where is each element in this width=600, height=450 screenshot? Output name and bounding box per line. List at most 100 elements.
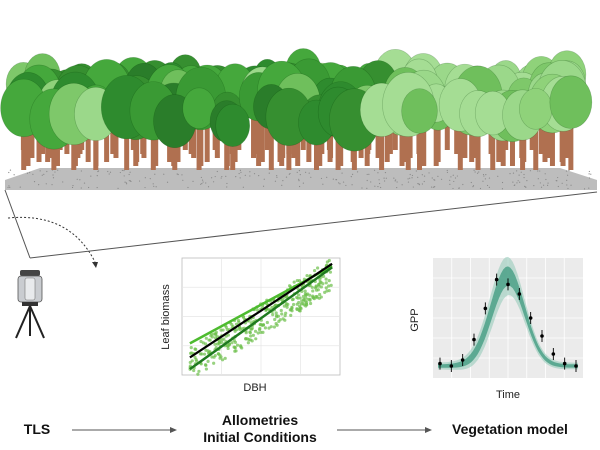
tree-trunk: [433, 116, 439, 166]
tree-trunk: [295, 121, 301, 166]
gpp-observation-point: [438, 361, 442, 366]
gpp-observation-point: [494, 277, 499, 282]
scatter-point: [234, 322, 239, 326]
tree-trunk: [379, 129, 385, 170]
scatter-point: [258, 326, 262, 331]
tree-trunk: [313, 138, 319, 170]
label-allometries: Allometries Initial Conditions: [180, 412, 340, 446]
scatter-ylabel: Leaf biomass: [160, 284, 172, 350]
tree-trunk: [191, 111, 197, 158]
scatter-point: [284, 311, 288, 315]
label-allometries-line2: Initial Conditions: [203, 429, 317, 445]
tree-trunk: [150, 131, 156, 170]
gpp-observation-point: [574, 364, 578, 368]
scatter-point: [235, 328, 239, 332]
tree-trunk: [338, 130, 344, 166]
scatter-point: [316, 282, 321, 287]
scatter-point: [290, 306, 294, 310]
scatter-point: [246, 341, 250, 345]
scatter-point: [217, 341, 221, 345]
scatter-point: [196, 372, 200, 376]
scatter-point: [208, 338, 212, 342]
tree-trunk: [230, 140, 236, 170]
scatter-point: [197, 369, 201, 373]
scatter-point: [213, 342, 217, 346]
scatter-point: [329, 283, 333, 287]
tree-trunk: [509, 134, 515, 166]
tree-trunk: [475, 130, 481, 170]
scatter-point: [274, 311, 278, 315]
arrow-allometries-to-model: [337, 427, 432, 433]
gpp-observation-point: [449, 364, 454, 368]
tree-trunk: [133, 133, 139, 166]
tree-trunk: [256, 114, 262, 166]
scatter-point: [304, 304, 308, 308]
scatter-point: [234, 349, 238, 353]
fit-line-black: [189, 262, 333, 359]
tree-trunk: [317, 134, 323, 166]
scatter-point: [238, 344, 243, 348]
scatter-point: [296, 293, 301, 297]
scatter-point: [218, 353, 222, 357]
tree-trunk: [444, 104, 450, 150]
scatter-point: [297, 278, 302, 283]
scatter-point: [259, 330, 263, 334]
tree-trunk: [25, 118, 31, 166]
scatter-point: [291, 302, 296, 307]
scatter-point: [287, 284, 292, 288]
scatter-point: [237, 320, 241, 324]
scatter-point: [316, 288, 320, 292]
tree-trunk: [399, 128, 405, 166]
scatter-point: [303, 292, 307, 296]
tree-trunk: [568, 121, 574, 170]
tree-crown: [549, 75, 593, 129]
scatter-point: [324, 281, 328, 285]
tree-trunk: [549, 124, 555, 166]
tree-trunk: [542, 108, 548, 162]
tree-trunk: [490, 128, 496, 170]
scatter-point: [308, 297, 312, 301]
scatter-point: [237, 326, 242, 330]
scatter-point: [270, 305, 274, 310]
tree-trunk: [335, 129, 341, 170]
tree-trunk: [469, 127, 475, 162]
scatter-point: [194, 347, 198, 351]
tree-trunk: [268, 122, 274, 170]
scatter-point: [275, 323, 279, 327]
scatter-point: [265, 320, 269, 325]
scatter-point: [203, 363, 208, 367]
gpp-ylabel: GPP: [409, 308, 421, 331]
scatter-point: [319, 285, 323, 289]
scatter-point: [254, 337, 258, 341]
projection-line-left: [4, 189, 31, 259]
scatter-point: [260, 323, 265, 328]
scatter-point: [279, 308, 283, 313]
dotted-arrow: [7, 216, 96, 263]
scatter-point: [324, 286, 328, 290]
tree-trunk: [327, 117, 333, 162]
tree-trunk: [251, 111, 257, 158]
scatter-point: [319, 280, 323, 284]
label-allometries-line1: Allometries: [221, 412, 299, 428]
tree-trunk: [71, 136, 77, 170]
scatter-point: [225, 327, 229, 332]
scatter-point: [272, 325, 277, 329]
scatter-point: [323, 290, 327, 294]
scatter-point: [280, 312, 284, 316]
tree-trunk: [520, 133, 526, 170]
scatter-point: [291, 297, 295, 301]
scatter-point: [278, 318, 282, 322]
scatter-point: [281, 317, 285, 321]
scatter-point: [298, 306, 302, 310]
arrow-tls-to-allometries: [72, 427, 177, 433]
scatter-point: [189, 345, 193, 350]
scatter-point: [289, 313, 293, 318]
tree-crown: [215, 103, 250, 147]
scatter-point: [264, 308, 268, 313]
scatter-point: [233, 345, 237, 349]
gpp-observation-point: [517, 292, 522, 296]
scatter-point: [220, 358, 225, 362]
scatter-point: [188, 351, 193, 355]
scatter-point: [199, 339, 203, 344]
scatter-point: [292, 280, 296, 284]
